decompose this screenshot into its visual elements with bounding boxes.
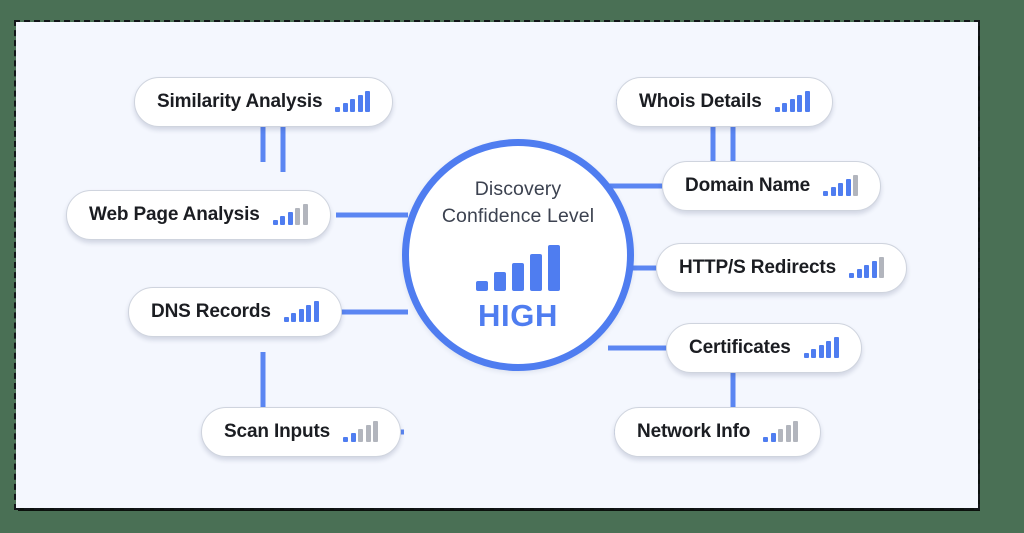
node-label: Similarity Analysis (157, 91, 323, 112)
node-label: Domain Name (685, 175, 811, 196)
node-dns-records[interactable]: DNS Records (128, 287, 342, 337)
signal-bars-icon (343, 421, 379, 442)
hub-title-line-2: Confidence Level (441, 204, 595, 227)
node-similarity-analysis[interactable]: Similarity Analysis (134, 77, 394, 127)
signal-bars-icon (803, 337, 839, 358)
node-label: Scan Inputs (224, 421, 331, 442)
diagram-canvas: Discovery Confidence Level HIGH Similari… (14, 20, 980, 510)
node-label: Whois Details (639, 91, 762, 112)
node-https-redirects[interactable]: HTTP/S Redirects (656, 243, 908, 293)
node-label: Web Page Analysis (89, 204, 260, 225)
node-whois-details[interactable]: Whois Details (616, 77, 833, 127)
confidence-level-label: HIGH (478, 298, 558, 334)
discovery-confidence-hub: Discovery Confidence Level HIGH (402, 139, 634, 371)
node-label: Network Info (637, 421, 751, 442)
node-label: HTTP/S Redirects (679, 257, 837, 278)
node-network-info[interactable]: Network Info (614, 407, 822, 457)
signal-bars-icon (476, 245, 560, 292)
node-web-page-analysis[interactable]: Web Page Analysis (66, 190, 331, 240)
node-certificates[interactable]: Certificates (666, 323, 862, 373)
node-label: Certificates (689, 337, 791, 358)
hub-title-line-1: Discovery (474, 177, 562, 200)
node-scan-inputs[interactable]: Scan Inputs (201, 407, 402, 457)
node-label: DNS Records (151, 301, 271, 322)
signal-bars-icon (823, 175, 859, 196)
signal-bars-icon (763, 421, 799, 442)
node-domain-name[interactable]: Domain Name (662, 161, 882, 211)
signal-bars-icon (849, 257, 885, 278)
signal-bars-icon (774, 91, 810, 112)
signal-bars-icon (283, 301, 319, 322)
hub-title: Discovery Confidence Level (442, 176, 594, 230)
signal-bars-icon (272, 204, 308, 225)
signal-bars-icon (335, 91, 371, 112)
